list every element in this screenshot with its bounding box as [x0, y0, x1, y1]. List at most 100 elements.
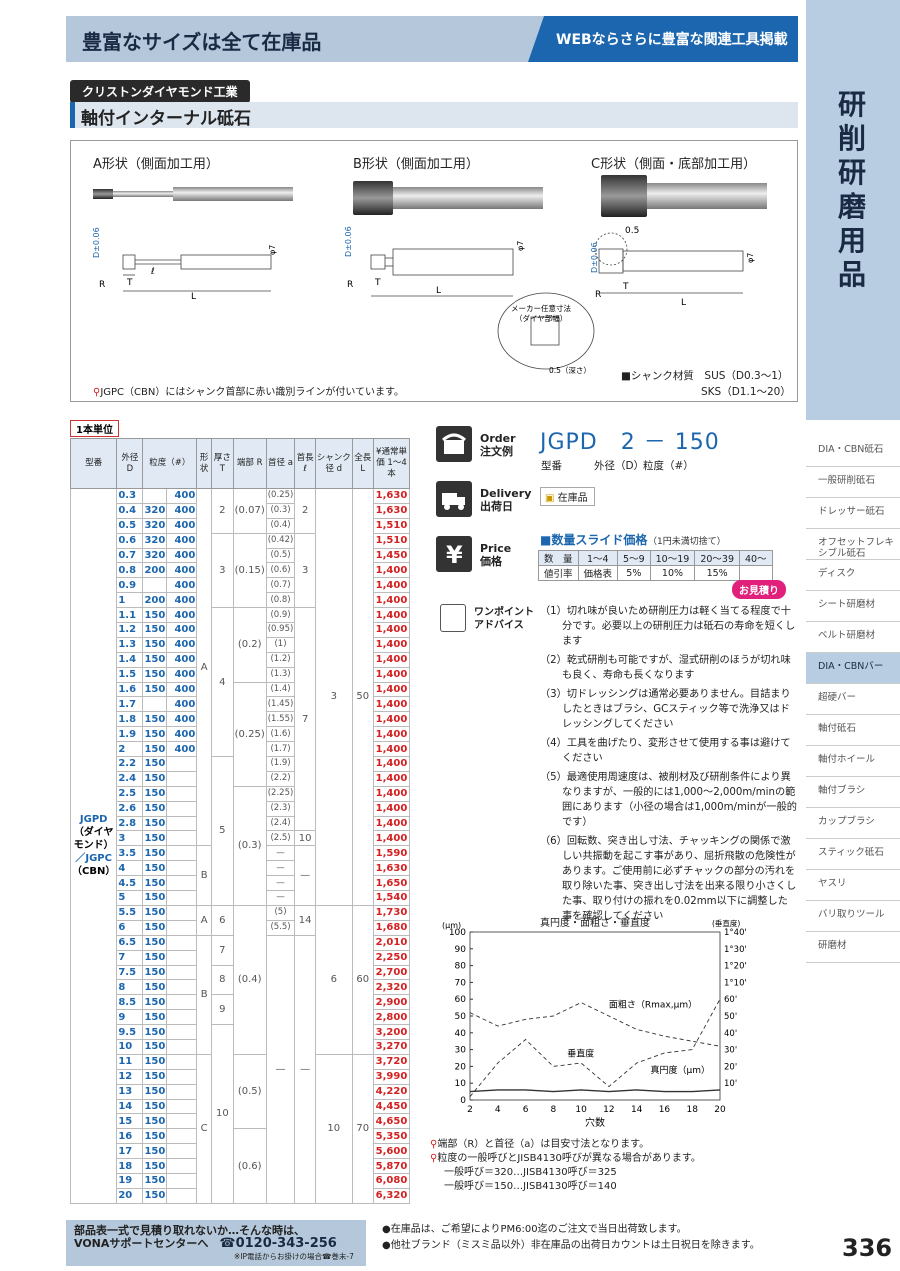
grit-cell: 150	[142, 726, 168, 743]
sidenav-item[interactable]: ベルト研磨材	[806, 622, 900, 653]
sidenav-item[interactable]: ヤスリ	[806, 870, 900, 901]
y2-tick-label: 1°10'	[724, 978, 747, 988]
T-cell: 6	[211, 904, 234, 936]
grit-cell	[166, 919, 198, 936]
price-cell: 1,680	[373, 919, 410, 936]
od-cell: 1.1	[116, 607, 144, 624]
t-b: T	[374, 278, 381, 288]
d-tol-a: D±0.06	[92, 227, 101, 258]
product-title: 軸付インターナル砥石	[70, 102, 798, 129]
a-cell: (2.5)	[265, 830, 296, 847]
y2-tick-label: 10'	[724, 1079, 737, 1089]
grit-cell	[166, 1113, 198, 1130]
grit-cell: 150	[142, 1038, 168, 1055]
sidenav-item[interactable]: DIA・CBN砥石	[806, 436, 900, 467]
quote-badge[interactable]: お見積り	[732, 580, 786, 599]
grit-cell: 400	[166, 577, 198, 594]
sidenav-item[interactable]: シート研磨材	[806, 591, 900, 622]
grit-cell	[166, 1009, 198, 1026]
price-cell: 1,400	[373, 741, 410, 758]
grit-cell	[166, 785, 198, 802]
grit-cell	[166, 1024, 198, 1040]
support-tel[interactable]: ☎0120-343-256	[219, 1236, 337, 1251]
grit-cell	[166, 845, 198, 862]
web-link[interactable]: WEBならさらに豊富な関連工具掲載	[528, 16, 798, 62]
price-cell: 1,400	[373, 815, 410, 832]
a-cell: —	[265, 860, 296, 877]
a-cell: (0.25)	[265, 488, 296, 504]
od-cell: 2.8	[116, 815, 144, 832]
price-cell: 1,400	[373, 577, 410, 594]
support-line1: 部品表一式で見積り取れないか…そんな時は、	[74, 1224, 305, 1237]
shape-b-label: B形状（側面加工用）	[353, 157, 479, 172]
order-code: JGPD 2 － 150	[540, 430, 720, 455]
col-model: 型番	[69, 438, 118, 489]
T-cell: 7	[211, 934, 234, 966]
od-cell: 1	[116, 592, 144, 609]
od-cell: 7.5	[116, 964, 144, 981]
truck-icon	[436, 481, 472, 517]
sidenav-item[interactable]: 研磨材	[806, 932, 900, 963]
grit-cell: 400	[166, 502, 198, 519]
grit-cell: 150	[142, 607, 168, 624]
svg-text:¥: ¥	[446, 541, 463, 568]
r-b: R	[347, 280, 353, 290]
sidenav-item[interactable]: ドレッサー砥石	[806, 498, 900, 529]
sidenav-item[interactable]: 軸付砥石	[806, 715, 900, 746]
od-cell: 6	[116, 919, 144, 936]
price-cell: 1,540	[373, 890, 410, 906]
sidenav-item[interactable]: オフセットフレキシブル砥石	[806, 529, 900, 560]
sidenav-item[interactable]: カップブラシ	[806, 808, 900, 839]
L-cell: 70	[351, 1053, 375, 1204]
y-tick-label: 60	[455, 995, 467, 1005]
grit-cell: 400	[166, 726, 198, 743]
grit-cell: 400	[166, 666, 198, 683]
grit-cell	[166, 1143, 198, 1160]
y2-tick-label: 1°40'	[724, 928, 747, 938]
sidenav-item[interactable]: 軸付ブラシ	[806, 777, 900, 808]
price-cell: 1,400	[373, 770, 410, 787]
grit-cell: 150	[142, 1024, 168, 1040]
sidenav-item[interactable]: 軸付ホイール	[806, 746, 900, 777]
support-line2: VONAサポートセンターへ ☎0120-343-256	[74, 1236, 337, 1251]
grit-cell: 150	[142, 1113, 168, 1130]
y-tick-label: 80	[455, 962, 467, 972]
T-cell: 4	[211, 607, 234, 758]
sidenav-item[interactable]: ディスク	[806, 560, 900, 591]
grit-cell: 400	[166, 681, 198, 698]
grit-cell: 400	[166, 622, 198, 638]
instock-badge: ▣ 在庫品	[540, 487, 595, 506]
grit-cell: 320	[142, 532, 168, 549]
y2-tick-label: 60'	[724, 995, 737, 1005]
d-tol-b: D±0.06	[344, 226, 353, 257]
note-line: ⚲端部（R）と首径（a）は目安寸法となります。	[430, 1139, 650, 1150]
l-cell: 2	[294, 488, 316, 534]
sidenav-item[interactable]: 一般研削砥石	[806, 467, 900, 498]
grit-cell: 400	[166, 607, 198, 624]
col-d: シャンク径 d	[314, 438, 353, 489]
grit-cell: 150	[142, 1143, 168, 1160]
shape-cell: C	[196, 1053, 212, 1204]
big-l-a: L	[191, 292, 196, 302]
series-line-2	[469, 1089, 721, 1093]
shipping-notes: ●在庫品は、ご希望によりPM6:00迄のご注文で当日出荷致します。 ●他社ブラン…	[382, 1222, 760, 1254]
big-l-c: L	[681, 298, 686, 308]
sidenav-item[interactable]: バリ取りツール	[806, 901, 900, 932]
sidenav-item[interactable]: スティック砥石	[806, 839, 900, 870]
advice-item: （2）乾式研削も可能ですが、湿式研削のほうが切れ味も良く、寿命も長くなります	[540, 655, 791, 681]
od-cell: 13	[116, 1083, 144, 1100]
grit-cell: 150	[142, 1098, 168, 1115]
price-cell: 4,650	[373, 1113, 410, 1130]
od-cell: 8	[116, 979, 144, 996]
sidenav-item[interactable]: DIA・CBNバー	[806, 653, 900, 684]
sidenav-item[interactable]: 超硬バー	[806, 684, 900, 715]
a-cell: (2.3)	[265, 800, 296, 817]
od-cell: 3	[116, 830, 144, 847]
